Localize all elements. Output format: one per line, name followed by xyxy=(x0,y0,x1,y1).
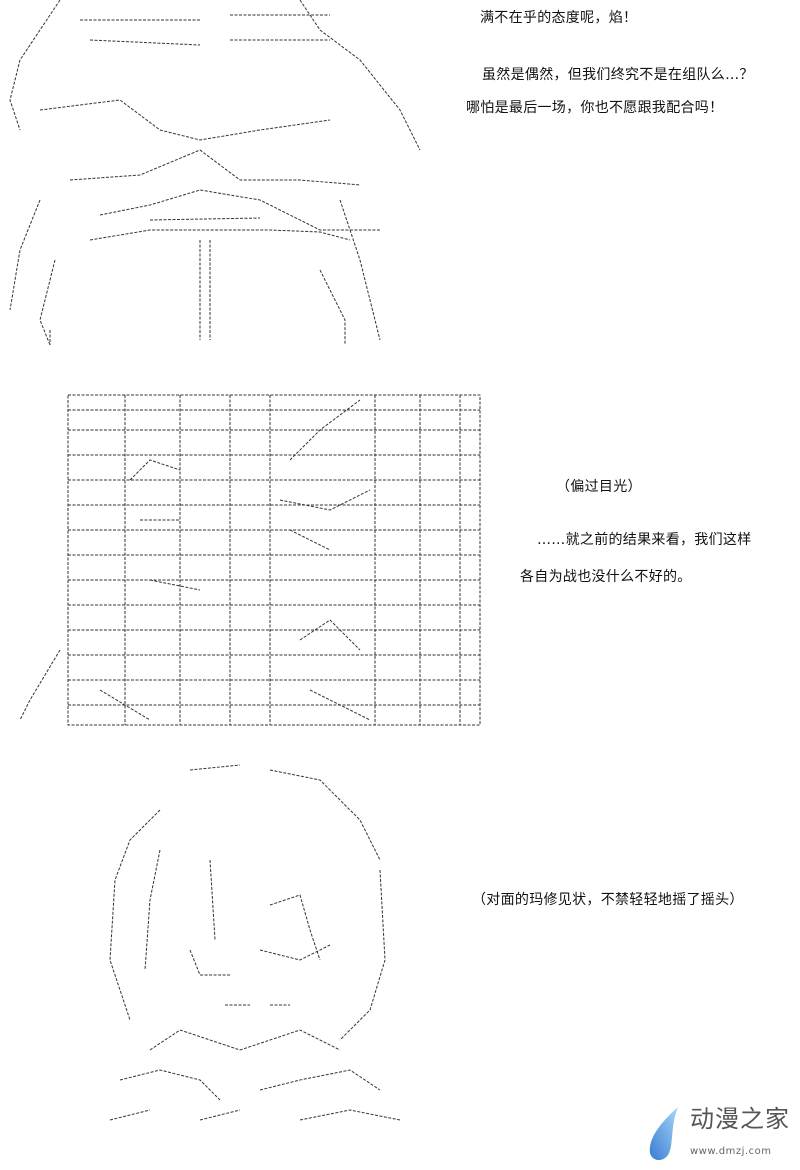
drop-logo-icon xyxy=(649,1107,678,1161)
narration-line: （偏过目光） xyxy=(556,479,642,495)
watermark-name: 动漫之家 xyxy=(690,1105,790,1133)
dialogue-line: 各自为战也没什么不好的。 xyxy=(520,569,692,585)
dialogue-line: 哪怕是最后一场，你也不愿跟我配合吗！ xyxy=(466,100,724,116)
panel-2-art xyxy=(19,394,481,726)
dialogue-line: 满不在乎的态度呢，焰！ xyxy=(480,10,638,26)
dmzj-watermark: 动漫之家 www.dmzj.com xyxy=(640,1105,800,1167)
dialogue-line: 虽然是偶然，但我们终究不是在组队么…？ xyxy=(482,67,754,83)
panel-3-art xyxy=(109,764,401,1121)
dialogue-line: ……就之前的结果来看，我们这样 xyxy=(537,532,752,548)
panel-1-art xyxy=(9,0,421,346)
watermark-url: www.dmzj.com xyxy=(690,1146,772,1157)
narration-line: （对面的玛修见状，不禁轻轻地摇了摇头） xyxy=(472,892,744,908)
